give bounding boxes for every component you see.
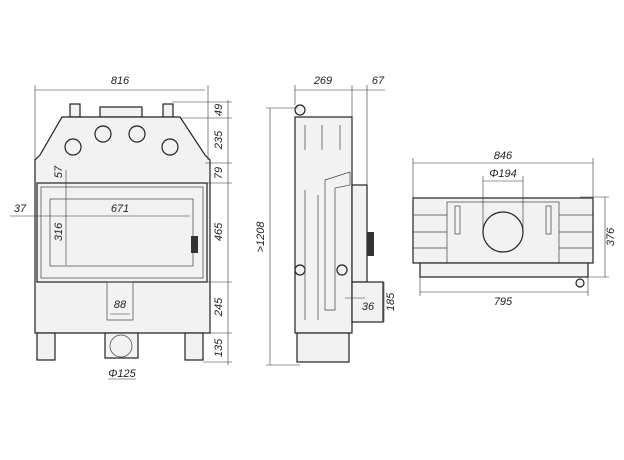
dim-air-inlet-diameter: Φ125	[108, 368, 136, 380]
dim-top-section: 235	[213, 130, 225, 150]
side-view: 269 67 >1208 185 36	[255, 75, 397, 366]
dim-below-door: 245	[213, 297, 225, 317]
dim-air-box-height: 185	[385, 292, 397, 311]
door-glass	[49, 198, 194, 267]
dim-front-width: 816	[111, 75, 130, 87]
door-handle	[191, 236, 198, 253]
dim-top-depth: 376	[605, 227, 617, 246]
lifting-eye	[294, 104, 306, 116]
top-front-strip	[419, 262, 589, 278]
top-flange-right	[162, 103, 174, 118]
side-handle	[367, 232, 374, 256]
side-outlet	[336, 264, 348, 276]
air-box	[351, 281, 384, 323]
dim-door-depth: 67	[372, 75, 385, 87]
convection-outlet	[161, 138, 179, 156]
door-inner-frame	[40, 186, 204, 279]
dim-top-flange: 49	[213, 104, 225, 116]
dim-glass-width: 671	[111, 203, 129, 215]
dim-side-offset: 37	[14, 203, 27, 215]
top-center-plate	[99, 106, 143, 118]
control-knob	[575, 278, 585, 288]
air-inlet-circle	[109, 334, 133, 358]
top-view: 846 Φ194 376 795	[412, 150, 617, 308]
dim-air-box-depth: 36	[362, 301, 375, 313]
convection-outlet	[128, 125, 146, 143]
dim-side-depth: 269	[313, 75, 332, 87]
flue-outlet	[482, 211, 524, 253]
ash-box	[106, 281, 134, 321]
side-outlet	[294, 264, 306, 276]
dim-flue-diameter: Φ194	[489, 168, 517, 180]
dim-above-door: 79	[213, 167, 225, 179]
dim-glass-height: 316	[53, 222, 65, 241]
dim-legs: 135	[213, 338, 225, 357]
front-view: 816 49 235 79 465 245 135 57 37 671 316 …	[10, 75, 232, 380]
convection-outlet	[64, 138, 82, 156]
convection-outlet	[94, 125, 112, 143]
dim-base-width: 795	[494, 296, 513, 308]
top-flange-left	[69, 103, 81, 118]
air-inlet	[104, 332, 139, 359]
dim-door-height: 465	[213, 222, 225, 241]
dim-glass-top-offset: 57	[53, 165, 65, 178]
leg-left	[36, 332, 56, 361]
side-door	[351, 184, 368, 283]
leg-right	[184, 332, 204, 361]
dim-top-width: 846	[494, 150, 513, 162]
side-legs	[296, 332, 350, 363]
side-body	[294, 116, 353, 334]
dim-ash-box-width: 88	[114, 299, 127, 311]
dim-total-height: >1208	[255, 221, 267, 253]
